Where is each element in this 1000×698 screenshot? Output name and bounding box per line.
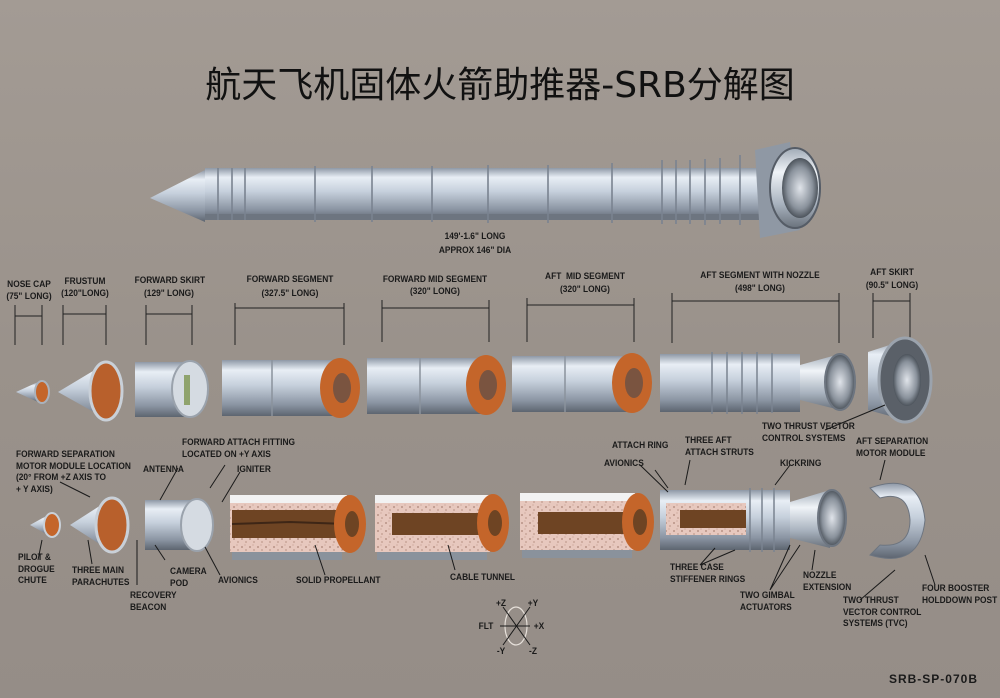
segment-aft-skirt-name: AFT SKIRT (870, 267, 914, 278)
callout-aft-separation-motor: AFT SEPARATION MOTOR MODULE (856, 436, 929, 459)
callout-attach-ring: ATTACH RING (612, 440, 669, 451)
exploded-exterior-row (16, 336, 933, 424)
segment-aft-nozzle-name: AFT SEGMENT WITH NOZZLE (700, 270, 820, 281)
callout-fwd-attach-fitting: FORWARD ATTACH FITTING LOCATED ON +Y AXI… (182, 437, 296, 460)
segment-aft-nozzle-length: (498" LONG) (735, 283, 785, 294)
axis-diagram (500, 606, 531, 646)
segment-forward-segment-name: FORWARD SEGMENT (246, 274, 334, 285)
axis-plus-y: +Y (527, 598, 539, 609)
segment-forward-skirt-name: FORWARD SKIRT (134, 275, 206, 286)
segment-forward-skirt-length: (129" LONG) (144, 288, 194, 299)
segment-frustum-name: FRUSTUM (64, 276, 106, 287)
callout-kickring: KICKRING (780, 458, 822, 469)
segment-forward-mid-length: (320" LONG) (410, 286, 460, 297)
assembled-srb (150, 142, 821, 238)
callout-avionics-fwd: AVIONICS (218, 575, 258, 586)
callout-three-aft-attach-struts: THREE AFT ATTACH STRUTS (685, 435, 754, 458)
segment-aft-mid-name: AFT MID SEGMENT (545, 271, 625, 282)
segment-aft-mid-length: (320" LONG) (560, 284, 610, 295)
assembled-diameter-label: APPROX 146" DIA (438, 245, 512, 256)
callout-holddown-post: FOUR BOOSTER HOLDDOWN POST (922, 583, 998, 606)
axis-plus-x: +X (533, 621, 545, 632)
callout-case-stiffener-rings: THREE CASE STIFFENER RINGS (670, 562, 746, 585)
callout-tvc-lower: TWO THRUST VECTOR CONTROL SYSTEMS (TVC) (843, 595, 922, 629)
callout-tvc-upper: TWO THRUST VECTOR CONTROL SYSTEMS (762, 421, 855, 444)
segment-frustum-length: (120"LONG) (61, 288, 109, 299)
callout-igniter: IGNITER (237, 464, 271, 475)
callout-cable-tunnel: CABLE TUNNEL (450, 572, 516, 583)
callout-nozzle-extension: NOZZLE EXTENSION (803, 570, 852, 593)
dimension-lines (14, 293, 911, 345)
callout-fwd-separation-motor: FORWARD SEPARATION MOTOR MODULE LOCATION… (16, 449, 131, 495)
drawing-code: SRB-SP-070B (888, 672, 978, 686)
callout-camera-pod: CAMERA POD (170, 566, 207, 589)
axis-plus-z: +Z (495, 598, 506, 609)
axis-flt: FLT (478, 621, 494, 632)
segment-forward-mid-name: FORWARD MID SEGMENT (382, 274, 488, 285)
page-title: 航天飞机固体火箭助推器-SRB分解图 (205, 65, 795, 106)
segment-aft-skirt-length: (90.5" LONG) (865, 280, 919, 291)
segment-nose-cap-length: (75" LONG) (6, 291, 52, 302)
callout-pilot-drogue: PILOT & DROGUE CHUTE (18, 552, 55, 586)
callout-gimbal-actuators: TWO GIMBAL ACTUATORS (740, 590, 795, 613)
leader-lines (37, 404, 936, 601)
segment-forward-segment-length: (327.5" LONG) (261, 288, 319, 299)
callout-recovery-beacon: RECOVERY BEACON (130, 590, 177, 613)
segment-nose-cap-name: NOSE CAP (7, 279, 51, 290)
axis-minus-z: -Z (529, 646, 537, 657)
callout-antenna: ANTENNA (143, 464, 184, 475)
callout-solid-propellant: SOLID PROPELLANT (296, 575, 381, 586)
exploded-cutaway-row (30, 482, 926, 560)
callout-avionics-aft: AVIONICS (604, 458, 644, 469)
assembled-length-label: 149'-1.6" LONG (444, 231, 506, 242)
callout-three-main-parachutes: THREE MAIN PARACHUTES (72, 565, 130, 588)
axis-minus-y: -Y (496, 646, 506, 657)
